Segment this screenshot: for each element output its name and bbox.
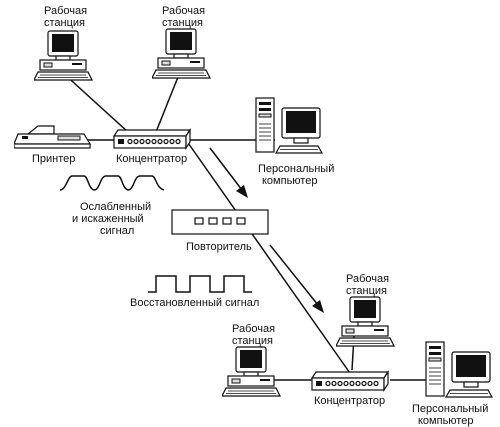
cable-ws-top-left <box>61 71 129 133</box>
hub-top[interactable]: Концентратор <box>113 129 191 165</box>
pc-top-label-2: компьютер <box>262 175 317 187</box>
hub-icon <box>113 129 191 149</box>
printer-label: Принтер <box>32 153 75 165</box>
pc-top-label-1: Персональный <box>258 163 334 175</box>
arrow-to-repeater <box>209 147 243 191</box>
weak-signal-label-1: Ослабленный <box>80 201 151 213</box>
cable-ws-top-mid <box>155 71 181 133</box>
workstation-icon <box>152 28 211 79</box>
printer[interactable]: Принтер <box>14 125 91 165</box>
pc-bottom[interactable]: Персональный компьютер <box>412 341 493 427</box>
workstation-top-left[interactable]: Рабочая станция <box>34 5 93 81</box>
hub-icon <box>311 371 389 391</box>
restored-signal-label: Восстановленный сигнал <box>130 297 259 309</box>
repeater-label: Повторитель <box>186 241 252 253</box>
ws-bot-left-label-1: Рабочая <box>232 323 275 335</box>
arrow-to-repeater-head <box>236 185 248 198</box>
ws-bot-left-label-2: станция <box>232 335 273 347</box>
hub-top-label: Концентратор <box>116 153 187 165</box>
ws-top-left-label-2: станция <box>44 17 85 29</box>
hub-bottom-label: Концентратор <box>314 395 385 407</box>
pc-top[interactable]: Персональный компьютер <box>255 97 334 187</box>
workstation-bottom-left[interactable]: Рабочая станция <box>222 323 281 397</box>
repeater-icon <box>171 209 269 235</box>
workstation-icon <box>34 30 93 81</box>
ws-top-mid-label-1: Рабочая <box>162 5 205 17</box>
ws-top-mid-label-2: станция <box>162 17 203 29</box>
workstation-icon <box>336 296 395 347</box>
workstation-bottom-right[interactable]: Рабочая станция <box>336 273 395 347</box>
ws-top-left-label-1: Рабочая <box>44 5 87 17</box>
arrow-to-hub-bottom <box>269 244 319 306</box>
cable-trunk <box>185 139 353 377</box>
repeater[interactable]: Повторитель <box>171 209 269 253</box>
tower-pc-icon <box>425 341 493 398</box>
ws-bot-right-label-1: Рабочая <box>346 273 389 285</box>
restored-signal: Восстановленный сигнал <box>130 275 259 309</box>
hub-bottom[interactable]: Концентратор <box>311 371 389 407</box>
pc-bottom-label-1: Персональный <box>412 403 488 415</box>
weak-signal: Ослабленный и искаженный сигнал <box>59 175 165 237</box>
tower-pc-icon <box>255 97 323 154</box>
workstation-top-mid[interactable]: Рабочая станция <box>152 5 211 79</box>
printer-icon <box>14 125 91 149</box>
pc-bottom-label-2: компьютер <box>418 415 473 427</box>
signal-arrows <box>209 147 324 313</box>
workstation-icon <box>222 346 281 397</box>
weak-signal-label-3: сигнал <box>100 225 134 237</box>
arrow-to-hub-bottom-head <box>312 300 324 313</box>
ws-bot-right-label-2: станция <box>346 285 387 297</box>
restored-signal-waveform <box>148 275 252 293</box>
weak-signal-label-2: и искаженный <box>72 213 144 225</box>
weak-signal-waveform <box>59 175 165 191</box>
